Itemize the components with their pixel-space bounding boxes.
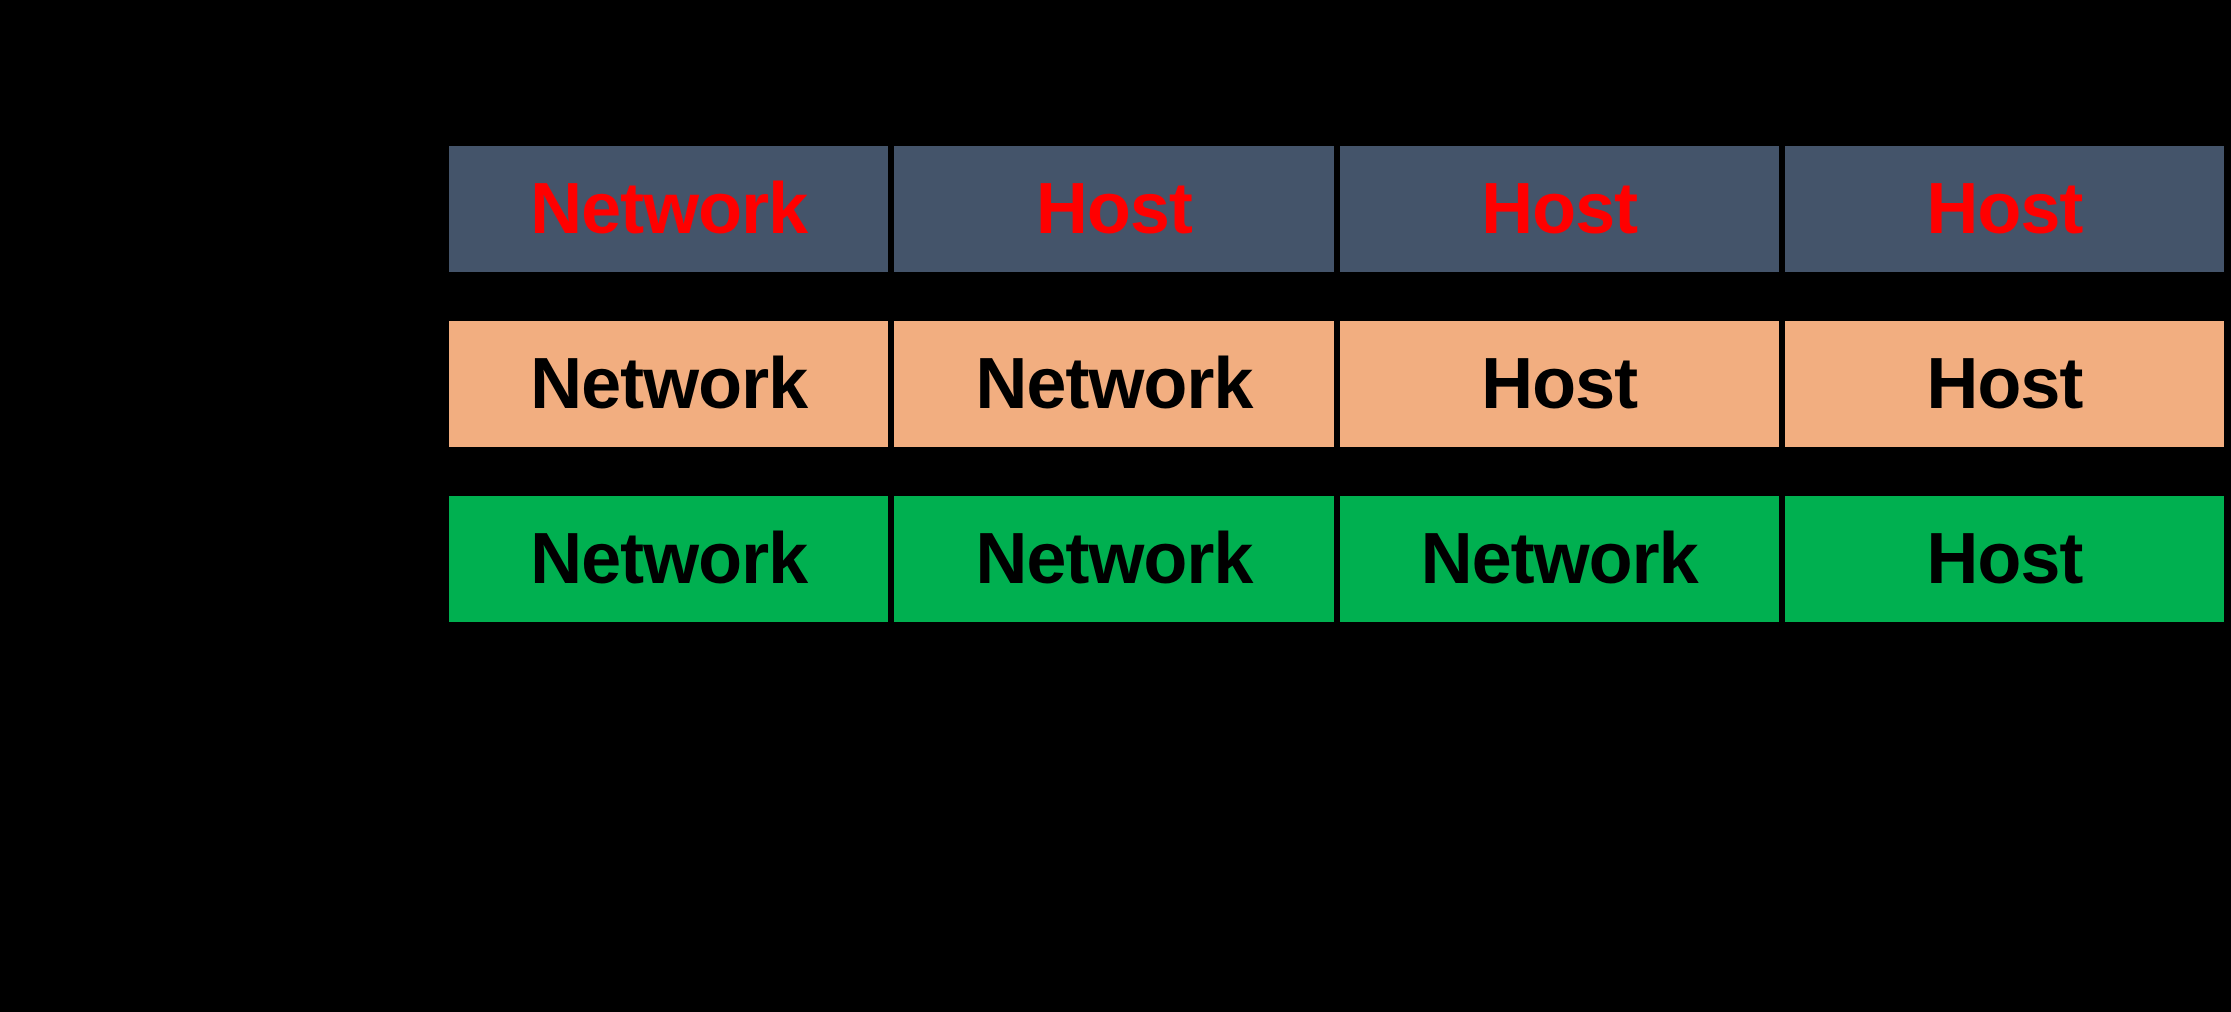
octet-cell: Host	[894, 146, 1334, 272]
network-host-octet-grid: Network Host Host Host Network Network H…	[449, 146, 2224, 622]
octet-cell: Host	[1784, 321, 2224, 447]
octet-cell: Host	[1339, 146, 1779, 272]
octet-row-3: Network Network Network Host	[449, 496, 2224, 622]
octet-cell: Host	[1784, 496, 2224, 622]
octet-cell: Network	[449, 496, 889, 622]
octet-row-2: Network Network Host Host	[449, 321, 2224, 447]
octet-row-1: Network Host Host Host	[449, 146, 2224, 272]
octet-cell: Network	[449, 146, 889, 272]
octet-cell: Network	[894, 496, 1334, 622]
octet-cell: Host	[1339, 321, 1779, 447]
octet-cell: Network	[1339, 496, 1779, 622]
octet-cell: Network	[894, 321, 1334, 447]
octet-cell: Network	[449, 321, 889, 447]
octet-cell: Host	[1784, 146, 2224, 272]
